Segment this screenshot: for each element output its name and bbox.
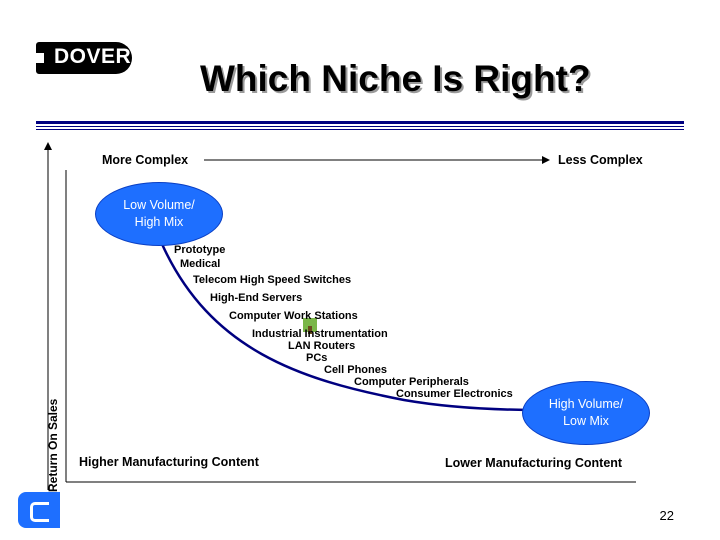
- corner-logo-mark: [30, 502, 49, 522]
- tree-icon: [303, 318, 317, 334]
- lower-manufacturing-label: Lower Manufacturing Content: [445, 456, 623, 470]
- market-item: Industrial Instrumentation: [252, 328, 388, 340]
- niche-curve: [160, 243, 541, 412]
- low-volume-line1: Low Volume/: [123, 198, 195, 212]
- low-volume-high-mix-node: Low Volume/ High Mix: [95, 182, 223, 246]
- y-axis-label: Return On Sales: [46, 398, 60, 492]
- title-rule-thick: [36, 121, 684, 124]
- corner-logo: [18, 492, 60, 528]
- market-item: Prototype: [174, 244, 226, 256]
- market-item: Computer Peripherals: [354, 376, 469, 388]
- high-volume-line2: Low Mix: [563, 414, 609, 428]
- market-item: High-End Servers: [210, 292, 303, 304]
- higher-manufacturing-label: Higher Manufacturing Content: [79, 455, 259, 469]
- dover-logo: [36, 42, 132, 74]
- market-item: LAN Routers: [288, 340, 356, 352]
- market-item: Cell Phones: [324, 364, 387, 376]
- page-number: 22: [659, 508, 674, 523]
- market-item: Computer Work Stations: [229, 310, 358, 322]
- title-rule-thin-1: [36, 126, 684, 127]
- less-complex-label: Less Complex: [558, 153, 643, 167]
- market-item: Consumer Electronics: [396, 388, 513, 400]
- market-item: PCs: [306, 352, 328, 364]
- low-volume-line2: High Mix: [134, 215, 184, 229]
- high-volume-line1: High Volume/: [548, 397, 624, 411]
- page-title: Which Niche Is Right?: [200, 58, 591, 99]
- dover-logo-text: DOVER: [54, 45, 132, 68]
- market-item: Medical: [180, 258, 221, 270]
- market-item: Telecom High Speed Switches: [193, 274, 352, 286]
- high-volume-low-mix-node: High Volume/ Low Mix: [522, 381, 650, 445]
- more-complex-label: More Complex: [102, 153, 189, 167]
- dover-logo-notch: [36, 53, 44, 63]
- title-rule-thin-2: [36, 129, 684, 130]
